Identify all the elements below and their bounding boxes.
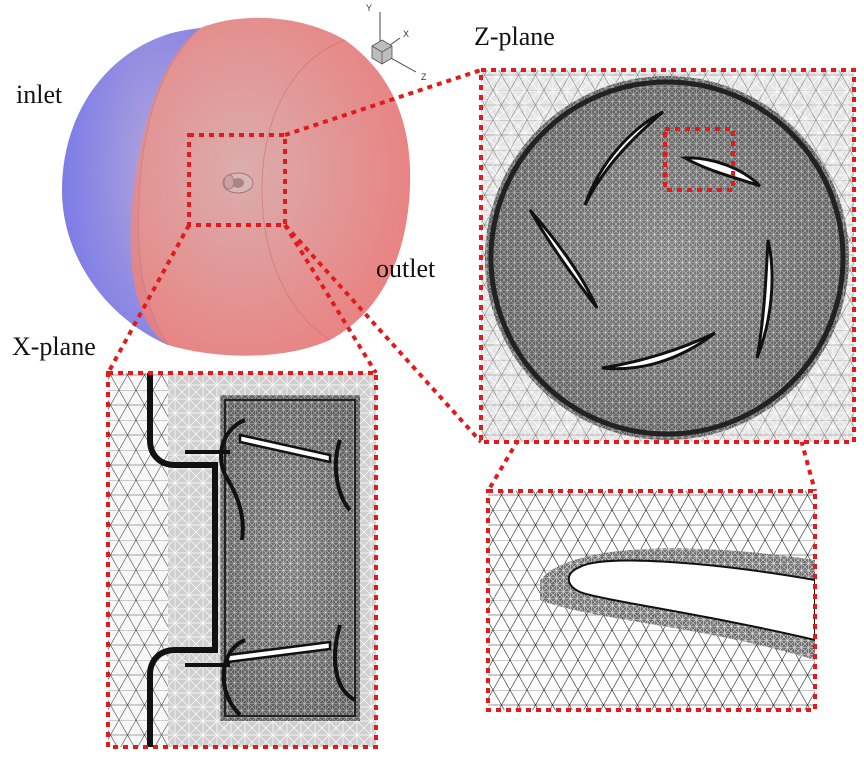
axis-y-label: Y: [366, 3, 372, 13]
blade-leading-edge: [567, 559, 815, 642]
x-plane-panel: [108, 373, 376, 747]
axis-z-label: Z: [421, 72, 427, 82]
axes-cube-icon: [371, 39, 393, 65]
x-plane-blades: [226, 433, 332, 664]
axis-x-label: X: [403, 29, 409, 39]
label-z-plane: Z-plane: [474, 22, 555, 51]
label-x-plane: X-plane: [12, 332, 96, 361]
spherical-domain: [62, 17, 411, 356]
axes-triad: Y X Z: [366, 3, 427, 82]
label-outlet: outlet: [376, 254, 436, 283]
z-plane-blades: [528, 110, 774, 371]
impeller-model: [222, 172, 254, 194]
z-plane-panel: [481, 70, 854, 442]
inlet-surface: [62, 28, 200, 345]
label-inlet: inlet: [16, 80, 63, 109]
zoom-box-blade: [663, 127, 735, 192]
zoom-box-main: [187, 133, 287, 227]
outlet-surface: [130, 17, 411, 356]
leading-edge-panel: [488, 491, 815, 710]
